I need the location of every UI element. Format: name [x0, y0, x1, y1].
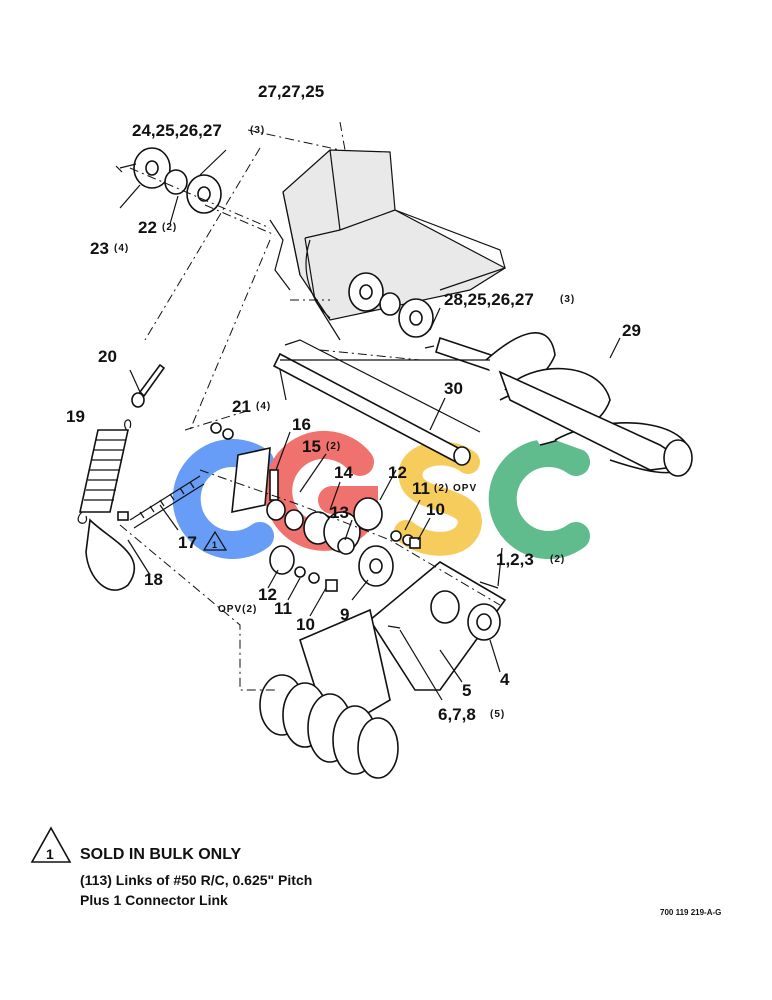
callout-1-2-3: 1,2,3	[496, 550, 534, 569]
callout-22: 22	[138, 218, 157, 237]
callout-4: 4	[500, 670, 510, 689]
callout-22-qty: (2)	[162, 222, 177, 233]
watermark-c2	[488, 439, 590, 559]
callout-21: 21	[232, 397, 251, 416]
callout-17-note-number: 1	[212, 540, 217, 550]
callout-24-25-26-27-qty: (3)	[250, 125, 265, 136]
mounting-plate	[368, 561, 507, 691]
callout-30: 30	[444, 379, 463, 398]
watermark-s	[394, 441, 483, 556]
callout-labels: 27,27,25 24,25,26,27 (3) 22 (2) 23 (4) 2…	[66, 82, 641, 724]
callout-24-25-26-27: 24,25,26,27	[132, 121, 222, 140]
callout-27-27-25: 27,27,25	[258, 82, 324, 101]
callout-19: 19	[66, 407, 85, 426]
callout-10-top: 10	[426, 500, 445, 519]
callout-17: 17	[178, 533, 197, 552]
callout-9: 9	[340, 605, 349, 624]
callout-6-7-8: 6,7,8	[438, 705, 476, 724]
lower-sprocket-assembly	[269, 530, 421, 592]
eyebolt	[131, 363, 166, 408]
callout-21-qty: (4)	[256, 401, 271, 412]
note-line-1: (113) Links of #50 R/C, 0.625" Pitch	[80, 872, 313, 888]
note-triangle-icon: 1	[30, 826, 72, 863]
callout-17-note-triangle	[202, 530, 228, 551]
callout-11-bot: 11	[274, 599, 292, 618]
watermark-c1	[172, 439, 274, 559]
leader-lines	[119, 121, 621, 701]
note-title: SOLD IN BULK ONLY	[80, 846, 242, 863]
callout-10-bot: 10	[296, 615, 315, 634]
note-number: 1	[46, 846, 54, 862]
callout-28-25-26-27: 28,25,26,27	[444, 290, 534, 309]
callout-12-bot-qty: OPV(2)	[218, 604, 257, 615]
callout-20: 20	[98, 347, 117, 366]
callout-11-top-qty: (2) OPV	[434, 483, 477, 494]
callout-16: 16	[292, 415, 311, 434]
auger	[435, 332, 693, 477]
callout-6-7-8-qty: (5)	[490, 709, 505, 720]
housing-bearing-assembly	[348, 272, 435, 349]
callout-13: 13	[330, 503, 349, 522]
callout-29: 29	[622, 321, 641, 340]
upper-bearing-assembly	[115, 147, 222, 214]
spring	[77, 419, 132, 524]
callout-14: 14	[334, 463, 353, 482]
callout-23-qty: (4)	[114, 243, 129, 254]
shaft	[272, 339, 490, 466]
callout-12-bot: 12	[258, 585, 277, 604]
footnote: 1 SOLD IN BULK ONLY (113) Links of #50 R…	[30, 826, 430, 916]
cover-sheet	[85, 518, 136, 591]
callout-12-top: 12	[388, 463, 407, 482]
parts-diagram: 27,27,25 24,25,26,27 (3) 22 (2) 23 (4) 2…	[66, 82, 693, 779]
callout-18: 18	[144, 570, 163, 589]
callout-1-2-3-qty: (2)	[550, 554, 565, 565]
callout-15: 15	[302, 437, 321, 456]
chain	[117, 475, 205, 529]
bottom-rollers	[259, 608, 399, 779]
reference-code: 700 119 219-A-G	[660, 908, 722, 917]
callout-15-qty: (2)	[326, 441, 341, 452]
callout-28-25-26-27-qty: (3)	[560, 294, 575, 305]
callout-23: 23	[90, 239, 109, 258]
chain-guide	[210, 422, 279, 514]
callout-5: 5	[462, 681, 471, 700]
note-line-2: Plus 1 Connector Link	[80, 892, 228, 908]
housing	[269, 149, 507, 341]
callout-11-top: 11	[412, 479, 430, 498]
